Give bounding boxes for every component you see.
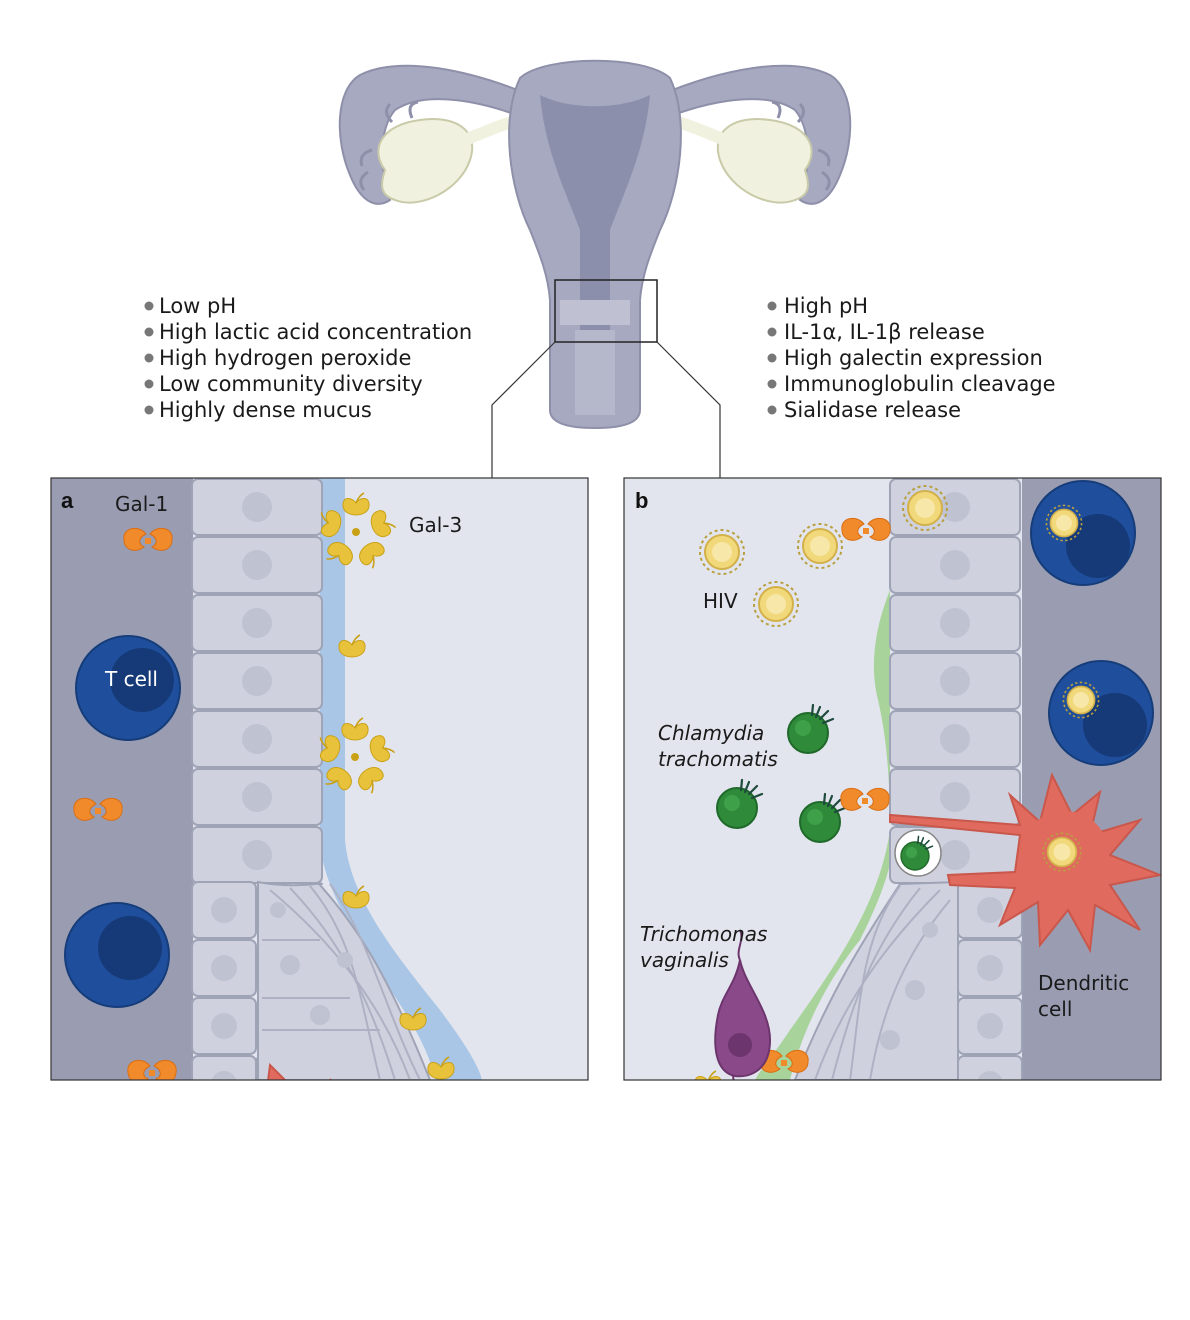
- galectin-3-icon: [739, 1133, 765, 1155]
- connector-left: [491, 341, 556, 478]
- chlamydia-label-line2: trachomatis: [658, 747, 778, 771]
- trichomonas-label-line1: Trichomonas: [640, 922, 767, 946]
- t-cell-label: T cell: [104, 667, 158, 691]
- dendritic-label-line1: Dendritic: [1038, 971, 1129, 995]
- uterus-icon: [338, 59, 852, 430]
- left-condition-4: Low community diversity: [159, 372, 423, 396]
- left-condition-2: High lactic acid concentration: [159, 320, 472, 344]
- right-condition-2: IL-1α, IL-1β release: [784, 320, 985, 344]
- dendritic-cell-icon: [267, 1062, 332, 1080]
- left-condition-3: High hydrogen peroxide: [159, 346, 411, 370]
- panel-a: a Gal-1 Gal-3 T cell: [50, 477, 589, 1239]
- galectin-1-icon: [104, 1214, 152, 1236]
- right-condition-list: High pH IL-1α, IL-1β release High galect…: [767, 294, 1056, 422]
- right-condition-5: Sialidase release: [784, 398, 961, 422]
- panel-b: b HIV Chlamydia trachomatis Trichomonas …: [623, 477, 1162, 1262]
- right-condition-4: Immunoglobulin cleavage: [784, 372, 1056, 396]
- dendritic-cell-icon: [889, 772, 1161, 954]
- left-condition-list: Low pH High lactic acid concentration Hi…: [144, 294, 472, 422]
- trichomonas-icon: [714, 929, 772, 1080]
- infected-t-cell-icon-2: [1048, 660, 1154, 766]
- panel-b-letter: b: [635, 488, 648, 513]
- trichomonas-label-line2: vaginalis: [640, 948, 729, 972]
- left-condition-5: Highly dense mucus: [159, 398, 372, 422]
- galectin-3-icon: [667, 1071, 749, 1149]
- t-cell-icon: [75, 635, 181, 741]
- dendritic-label-line2: cell: [1038, 997, 1072, 1021]
- chlamydia-label-line1: Chlamydia: [658, 721, 764, 745]
- trichomonas-icon-2: [680, 1150, 737, 1262]
- t-cell-icon-2: [64, 902, 170, 1008]
- panel-a-letter: a: [61, 488, 74, 513]
- galectin-1-icon: [733, 1183, 781, 1205]
- gal3-label: Gal-3: [409, 513, 462, 537]
- gal1-label: Gal-1: [115, 492, 168, 516]
- galectin-3-icon: [431, 1161, 513, 1239]
- connector-right: [656, 341, 721, 478]
- hiv-label: HIV: [703, 589, 738, 613]
- left-condition-1: Low pH: [159, 294, 236, 318]
- right-condition-1: High pH: [784, 294, 868, 318]
- infected-t-cell-icon: [1030, 480, 1136, 586]
- right-condition-3: High galectin expression: [784, 346, 1043, 370]
